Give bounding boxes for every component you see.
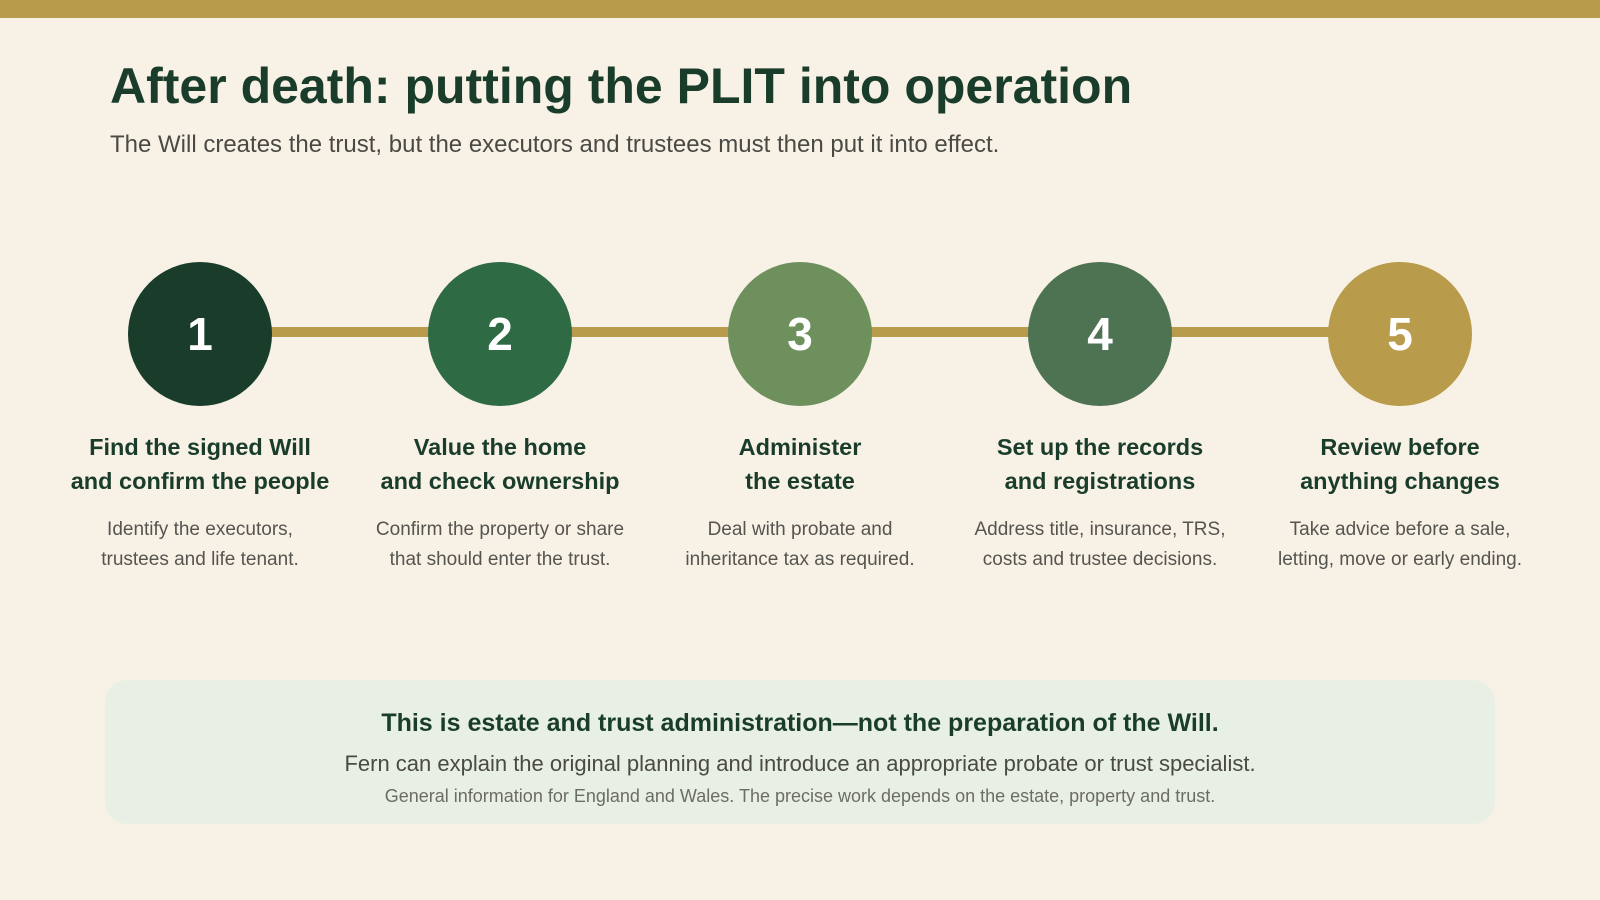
step-5-title-line-2: anything changes	[1300, 468, 1500, 494]
disclaimer-note-box: This is estate and trust administration—…	[105, 680, 1495, 824]
note-heading: This is estate and trust administration—…	[381, 709, 1219, 737]
step-1-title-line-1: Find the signed Will	[89, 434, 311, 460]
step-2: 2 Value the home and check ownership Con…	[360, 262, 640, 575]
step-5-desc-line-2: letting, move or early ending.	[1278, 549, 1522, 570]
step-4-description: Address title, insurance, TRS, costs and…	[960, 515, 1240, 575]
step-4-title-line-2: and registrations	[1004, 468, 1196, 494]
step-1-circle: 1	[128, 262, 272, 406]
step-1: 1 Find the signed Will and confirm the p…	[60, 262, 340, 575]
step-4-circle: 4	[1028, 262, 1172, 406]
step-3-title-line-1: Administer	[738, 434, 862, 460]
step-4-desc-line-2: costs and trustee decisions.	[982, 549, 1218, 570]
step-5-title: Review before anything changes	[1260, 430, 1540, 498]
step-5-number: 5	[1387, 308, 1413, 360]
step-1-desc-line-2: trustees and life tenant.	[101, 549, 299, 570]
step-2-title: Value the home and check ownership	[360, 430, 640, 498]
step-2-circle: 2	[428, 262, 572, 406]
step-5-description: Take advice before a sale, letting, move…	[1260, 515, 1540, 575]
page-title: After death: putting the PLIT into opera…	[110, 58, 1133, 114]
step-3-desc-line-2: inheritance tax as required.	[685, 549, 915, 570]
step-3-circle: 3	[728, 262, 872, 406]
process-steps: 1 Find the signed Will and confirm the p…	[0, 262, 1600, 582]
step-2-title-line-1: Value the home	[413, 434, 587, 460]
top-accent-bar	[0, 0, 1600, 18]
step-1-number: 1	[187, 308, 213, 360]
step-5: 5 Review before anything changes Take ad…	[1260, 262, 1540, 575]
step-3-number: 3	[787, 308, 813, 360]
step-3-title-line-2: the estate	[745, 468, 855, 494]
step-1-desc-line-1: Identify the executors,	[107, 519, 293, 540]
step-4-title-line-1: Set up the records	[996, 434, 1204, 460]
step-4-title: Set up the records and registrations	[960, 430, 1240, 498]
step-1-description: Identify the executors, trustees and lif…	[60, 515, 340, 575]
page-subtitle: The Will creates the trust, but the exec…	[110, 131, 1000, 158]
step-3-desc-line-1: Deal with probate and	[707, 519, 893, 540]
step-1-title-line-2: and confirm the people	[70, 468, 330, 494]
step-3-title: Administer the estate	[660, 430, 940, 498]
step-2-title-line-2: and check ownership	[380, 468, 620, 494]
note-text: Fern can explain the original planning a…	[344, 751, 1256, 776]
step-2-number: 2	[487, 308, 513, 360]
step-3-description: Deal with probate and inheritance tax as…	[660, 515, 940, 575]
step-2-desc-line-2: that should enter the trust.	[389, 549, 611, 570]
step-4-desc-line-1: Address title, insurance, TRS,	[974, 519, 1226, 540]
step-5-title-line-1: Review before	[1320, 434, 1480, 460]
step-4-number: 4	[1087, 308, 1113, 360]
step-5-desc-line-1: Take advice before a sale,	[1289, 519, 1511, 540]
step-1-title: Find the signed Will and confirm the peo…	[60, 430, 340, 498]
step-2-desc-line-1: Confirm the property or share	[375, 519, 625, 540]
step-5-circle: 5	[1328, 262, 1472, 406]
step-3: 3 Administer the estate Deal with probat…	[660, 262, 940, 575]
step-2-description: Confirm the property or share that shoul…	[360, 515, 640, 575]
step-4: 4 Set up the records and registrations A…	[960, 262, 1240, 575]
note-small-print: General information for England and Wale…	[384, 786, 1216, 806]
